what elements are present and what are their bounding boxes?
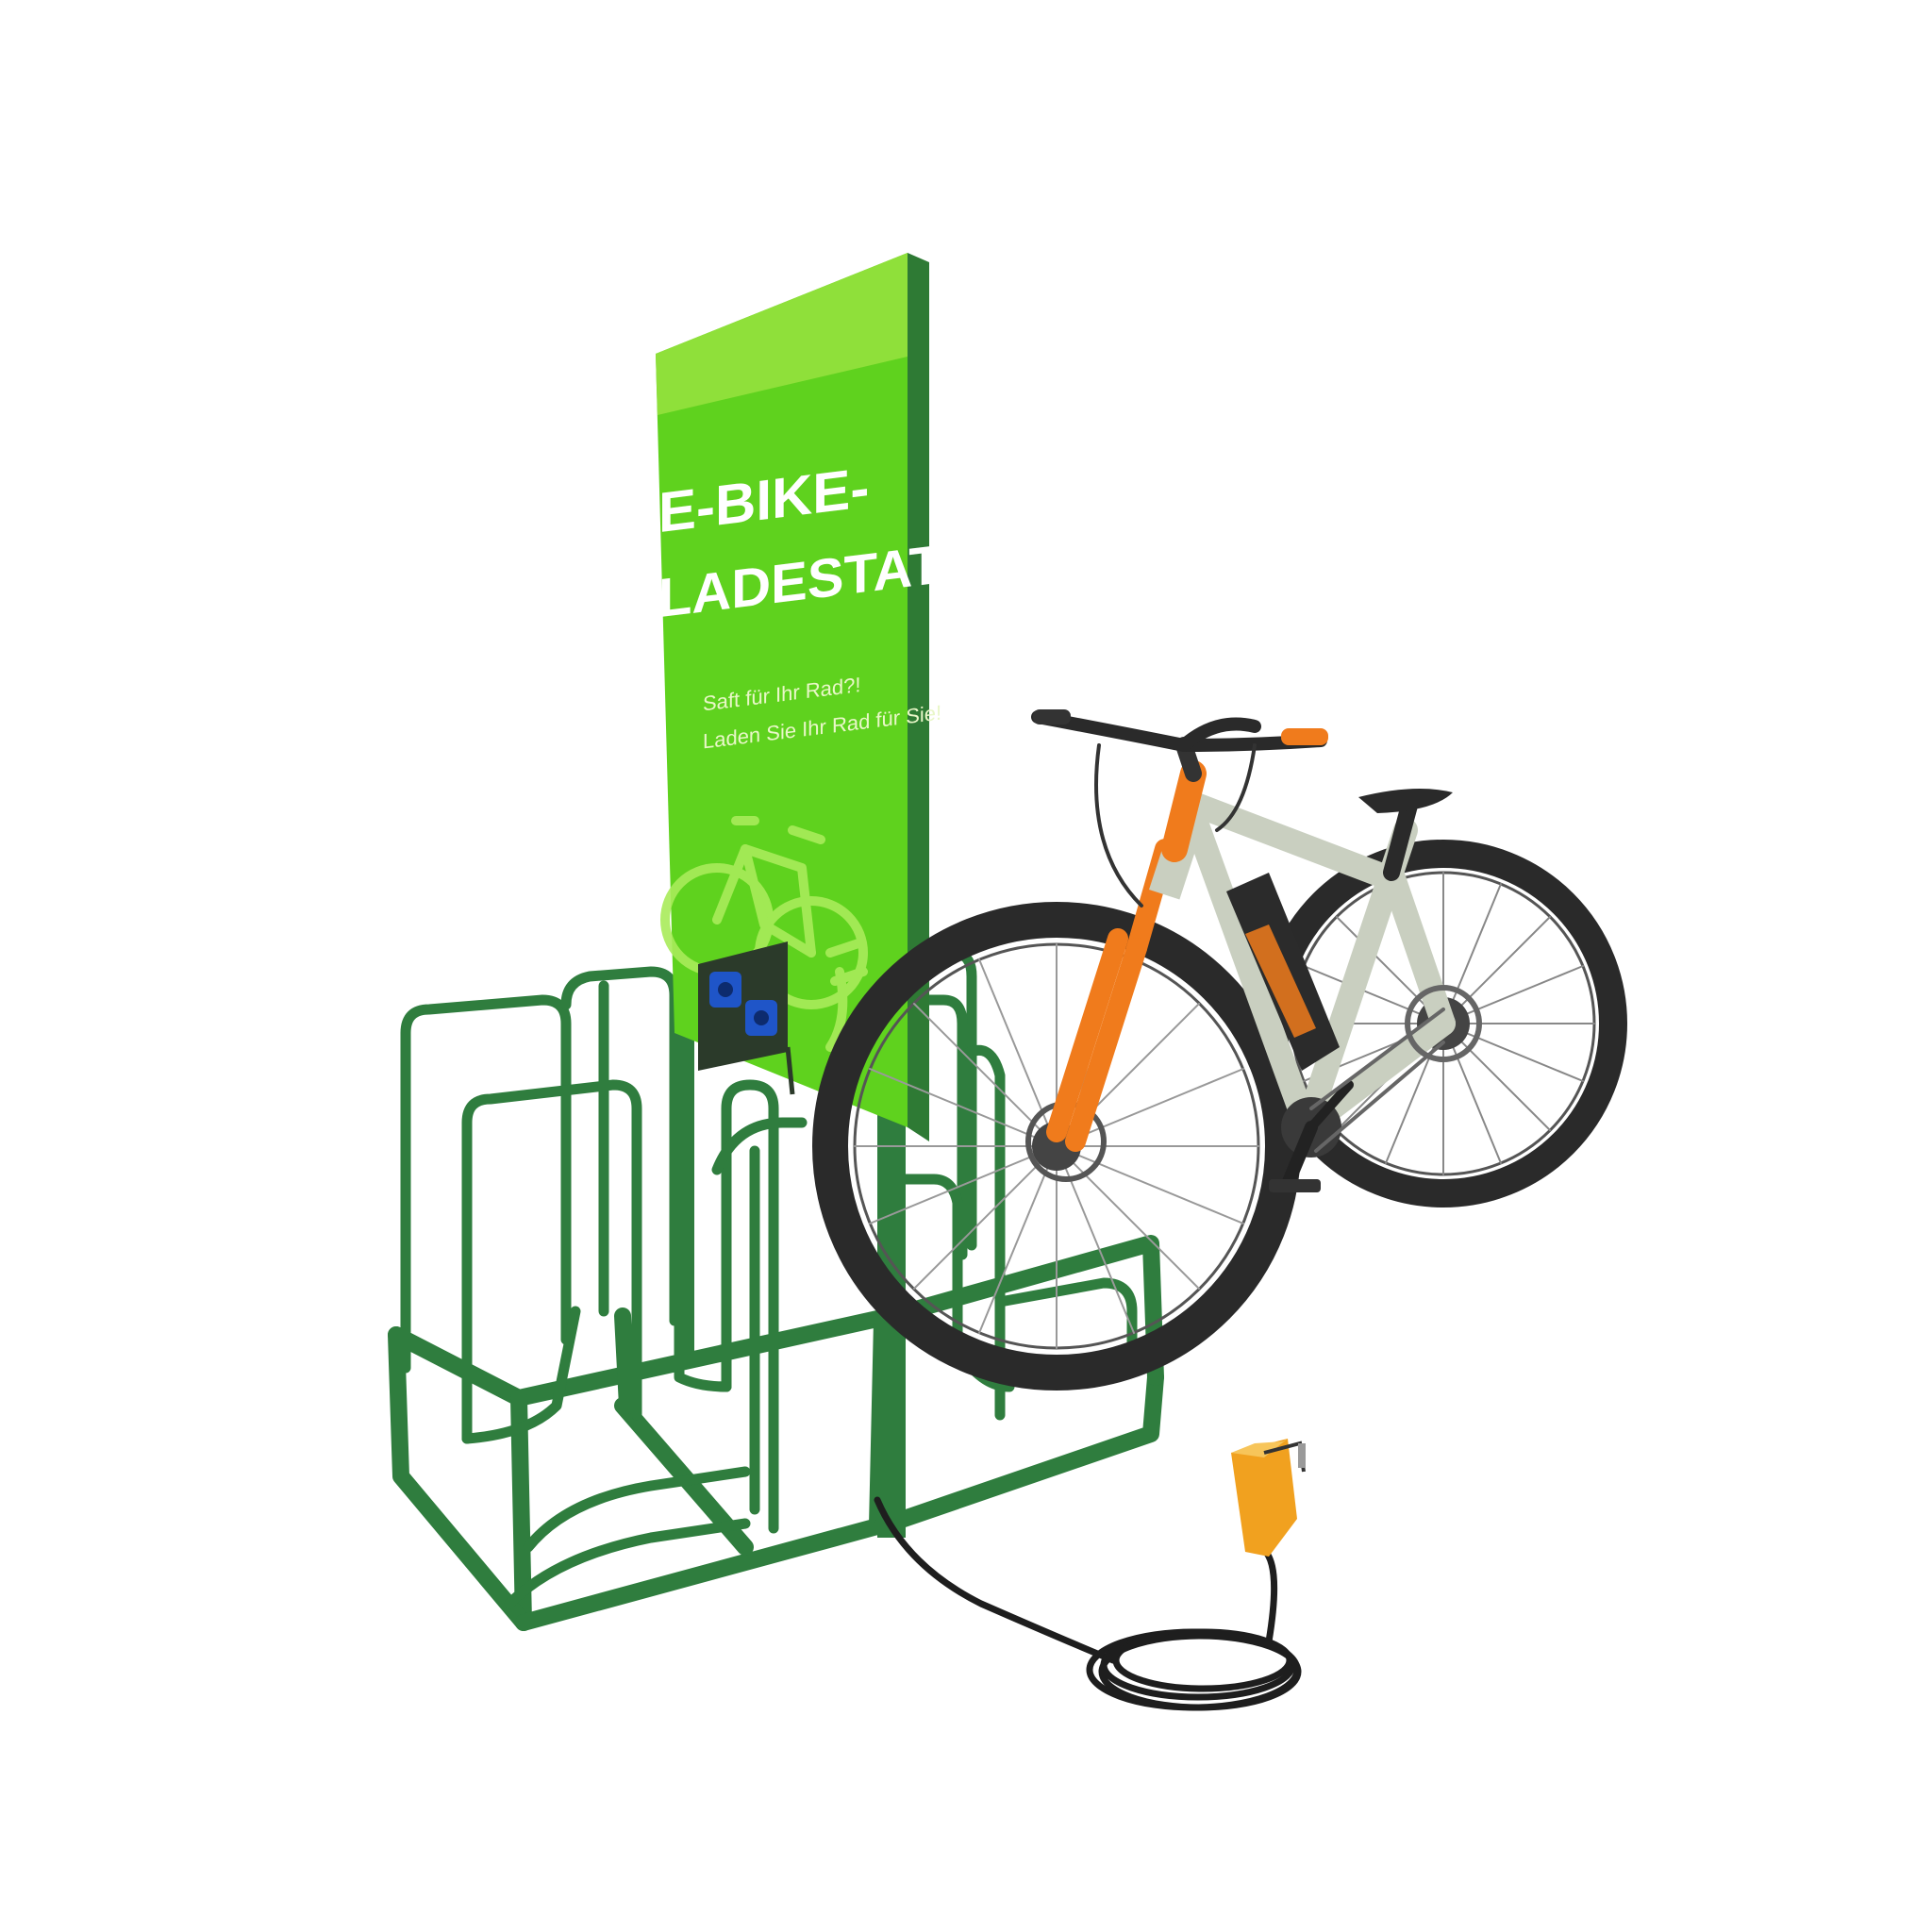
battery <box>1226 873 1340 1071</box>
charging-sign: E-BIKE- LADESTATION Saft für Ihr Rad?! L… <box>656 253 1040 1538</box>
bike-rack <box>388 947 1164 1631</box>
power-socket-icon <box>698 941 795 1095</box>
e-bike <box>812 709 1627 1391</box>
handlebar <box>1031 710 1327 752</box>
power-plug-icon <box>1231 1439 1306 1557</box>
sign-top-band <box>656 253 908 415</box>
rack-loops-middle <box>674 994 808 1534</box>
front-wheel <box>812 902 1301 1391</box>
saddle <box>1358 789 1453 813</box>
rack-loops-left <box>400 966 751 1609</box>
suspension-fork <box>1046 839 1175 1152</box>
charging-cable <box>874 1496 1302 1711</box>
